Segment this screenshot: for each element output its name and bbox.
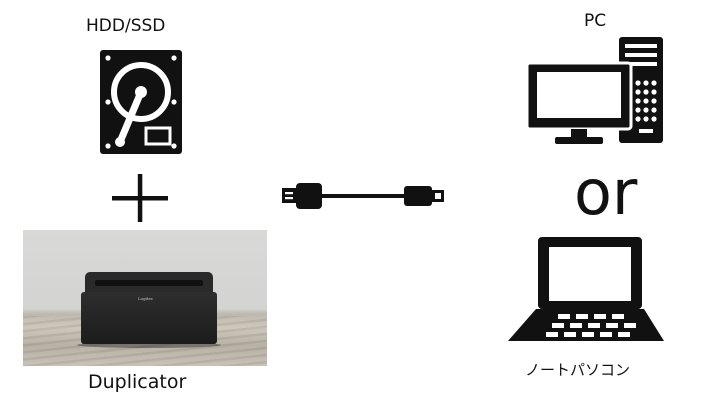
duplicator-photo: Logitec	[23, 230, 267, 366]
usb-cable-icon	[282, 183, 444, 209]
plus-icon	[112, 174, 168, 222]
hard-drive-icon	[100, 50, 182, 154]
laptop-icon	[508, 237, 664, 341]
pc-label: PC	[584, 11, 607, 31]
hdd-ssd-label: HDD/SSD	[86, 16, 166, 36]
duplicator-label: Duplicator	[88, 371, 187, 393]
desktop-pc-icon	[525, 37, 663, 144]
or-text: or	[574, 156, 638, 229]
brand-label: Logitec	[138, 296, 154, 301]
notebook-pc-label: ノートパソコン	[525, 361, 631, 379]
